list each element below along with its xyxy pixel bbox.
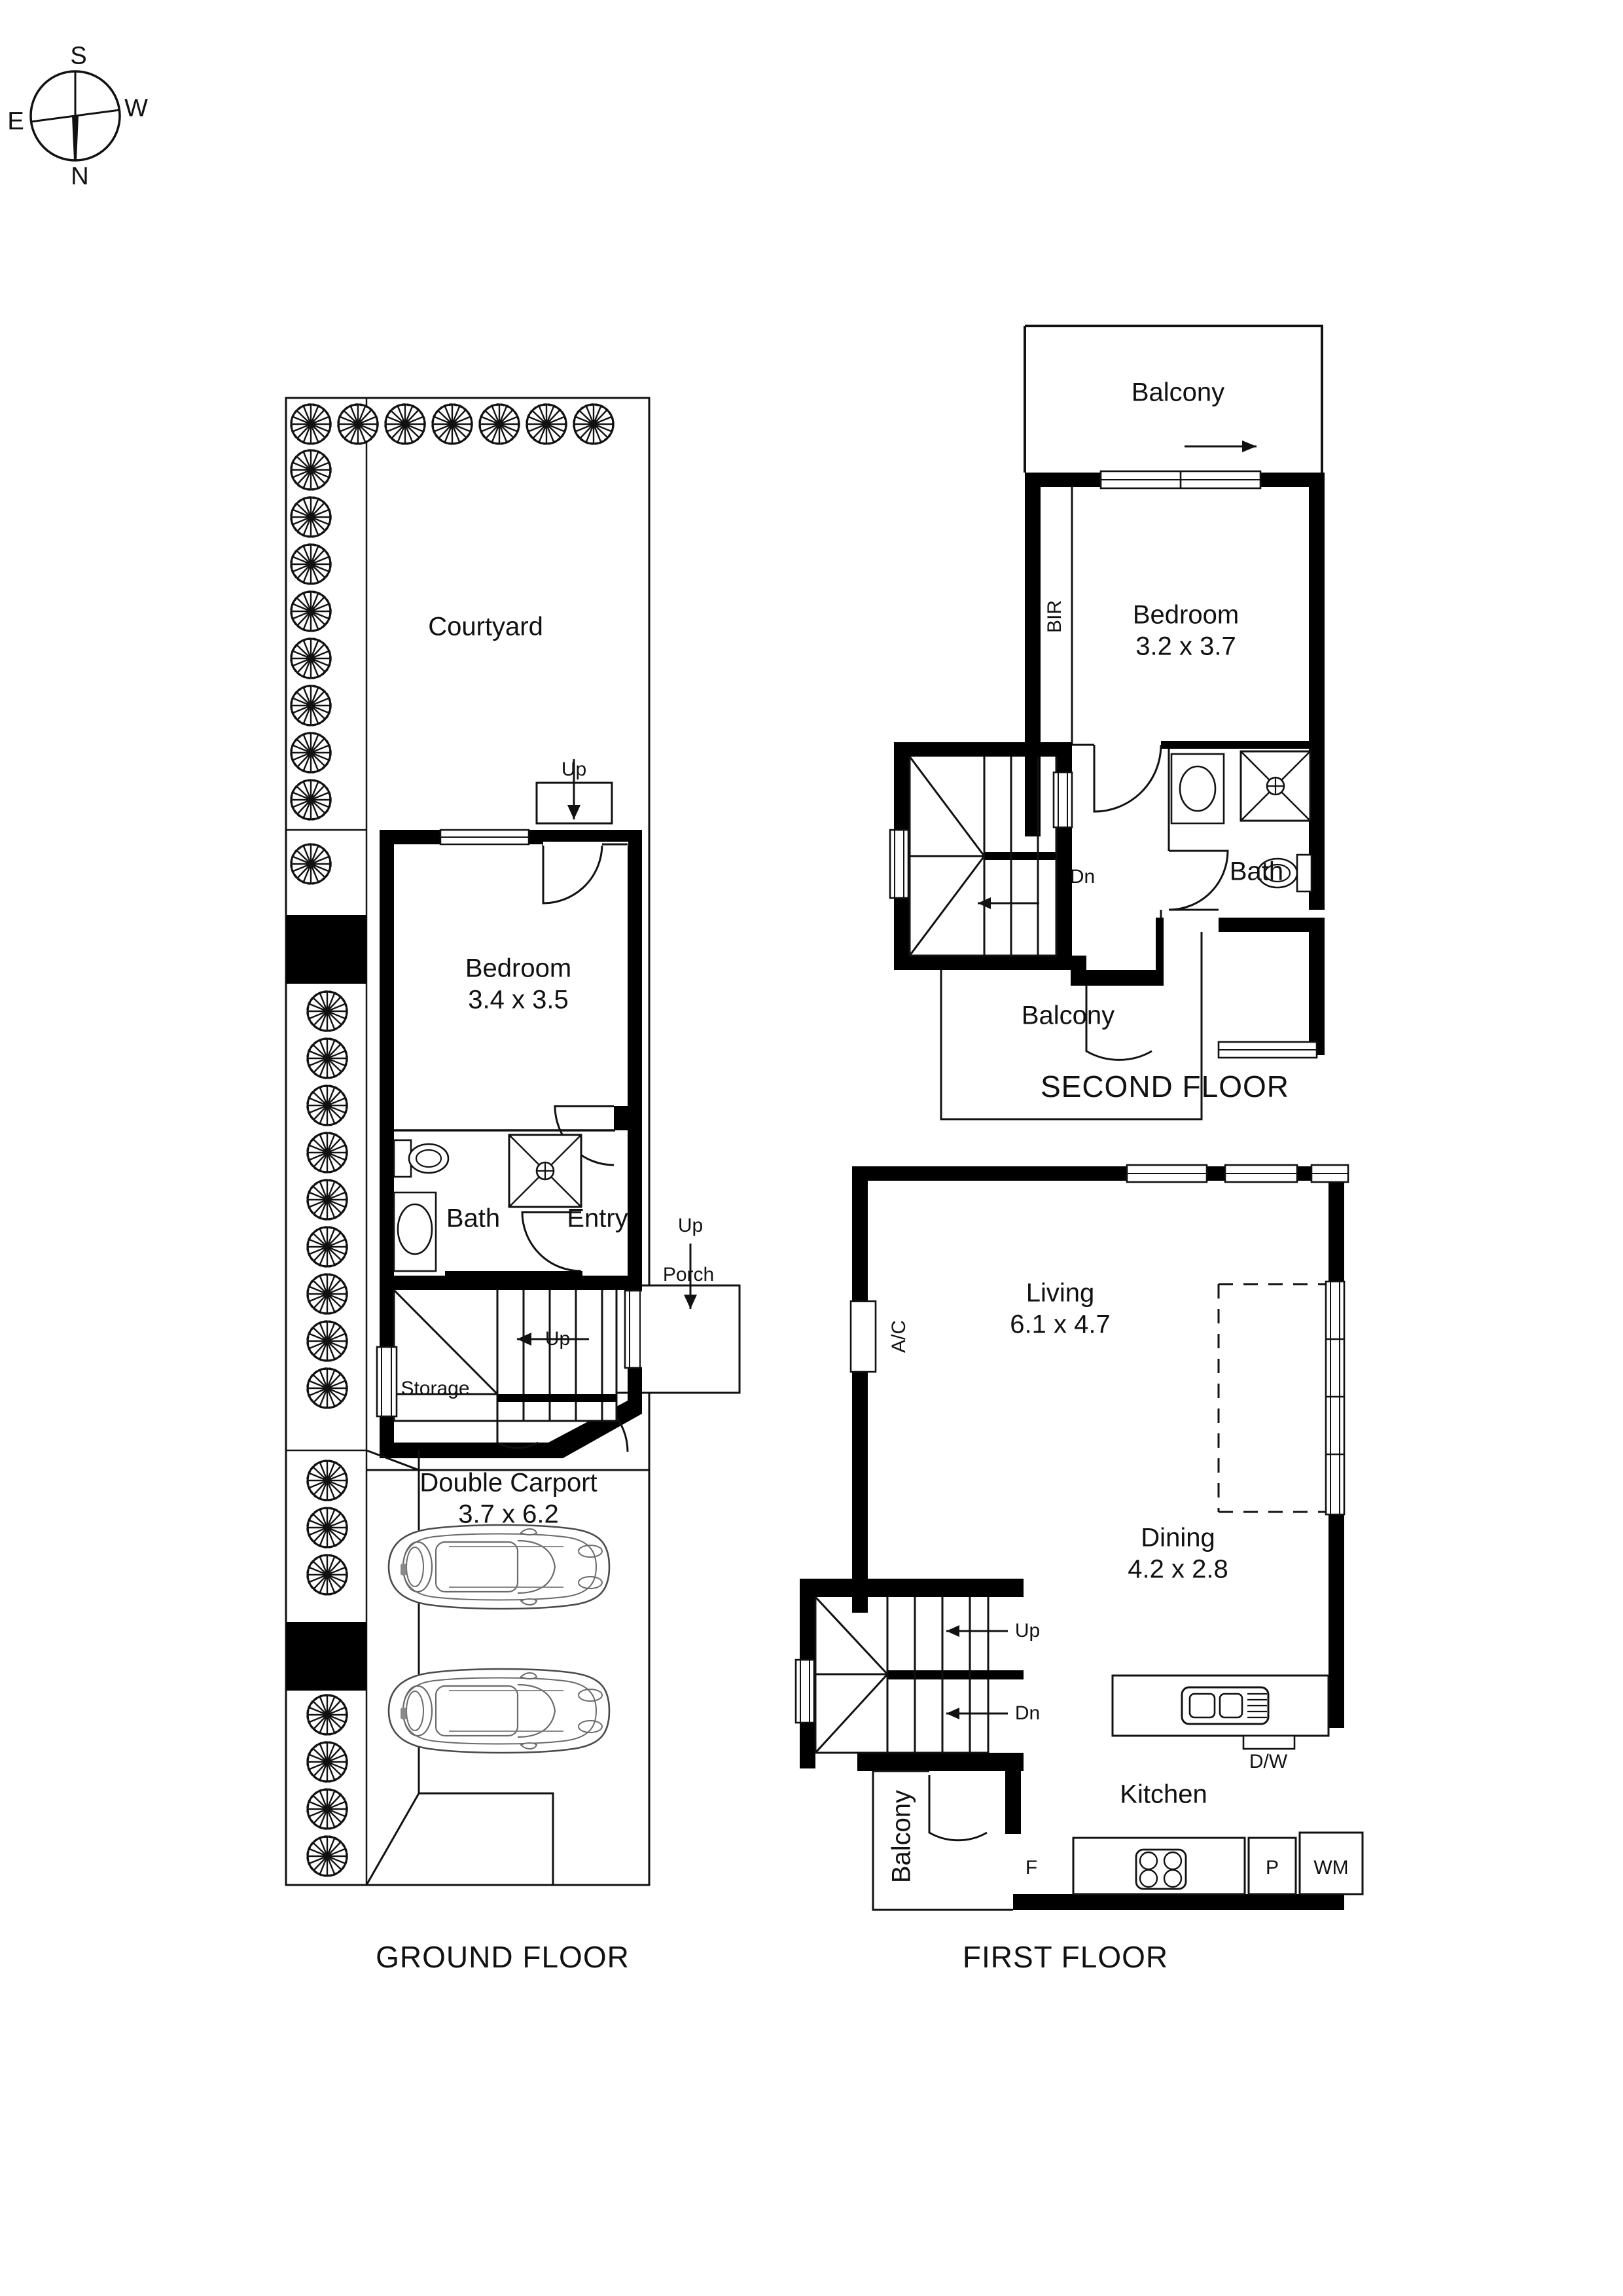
room-label-courtyard: Courtyard [428,612,543,641]
compass-label-s: S [70,42,87,70]
room-label-bath-ground: Bath [446,1204,501,1233]
room-label-porch: Porch [662,1264,715,1285]
room-label-living: Living [1026,1278,1095,1308]
marker-up-stair-ground: Up [544,1328,571,1350]
room-label-storage: Storage [401,1378,470,1399]
room-dim-dining: 4.2 x 2.8 [1128,1554,1228,1584]
marker-dn-stair-first: Dn [1014,1702,1041,1724]
room-label-bedroom-ground: Bedroom [465,954,572,983]
room-label-bedroom-second: Bedroom [1132,600,1240,630]
room-label-balcony-north: Balcony [1131,378,1225,407]
compass-label-w: W [124,94,148,122]
annotation-washing-machine: WM [1313,1857,1349,1878]
floor-label-first: FIRST FLOOR [962,1940,1169,1974]
room-label-bath-second: Bath [1229,857,1284,886]
annotation-bir: BIR [1044,600,1065,634]
compass-rose: S N E W [0,41,151,191]
marker-up-stair-first: Up [1014,1620,1041,1641]
room-label-dining: Dining [1141,1523,1215,1552]
annotation-fridge: F [1025,1857,1038,1878]
floor-label-second: SECOND FLOOR [1040,1069,1290,1103]
marker-up-porch: Up [677,1215,704,1236]
first-floor-drawing [794,1164,1364,1911]
annotation-pantry: P [1265,1857,1279,1878]
room-label-balcony-first: Balcony [887,1789,916,1884]
room-dim-carport: 3.7 x 6.2 [458,1499,559,1529]
marker-up-courtyard: Up [561,759,587,780]
room-dim-bedroom-second: 3.2 x 3.7 [1135,632,1236,661]
room-dim-bedroom-ground: 3.4 x 3.5 [468,985,569,1014]
compass-label-e: E [7,107,24,135]
room-dim-living: 6.1 x 4.7 [1010,1310,1111,1339]
room-label-balcony-south: Balcony [1021,1001,1115,1030]
floor-label-ground: GROUND FLOOR [376,1940,630,1974]
room-label-entry: Entry [567,1204,628,1233]
annotation-ac: A/C [888,1319,910,1354]
room-label-kitchen: Kitchen [1120,1780,1207,1809]
room-label-carport: Double Carport [419,1468,597,1498]
compass-label-n: N [71,162,89,190]
marker-dn-second: Dn [1069,866,1096,888]
ground-floor-drawing [285,397,741,1886]
annotation-dishwasher: D/W [1249,1751,1288,1772]
second-floor-drawing [889,325,1325,1121]
